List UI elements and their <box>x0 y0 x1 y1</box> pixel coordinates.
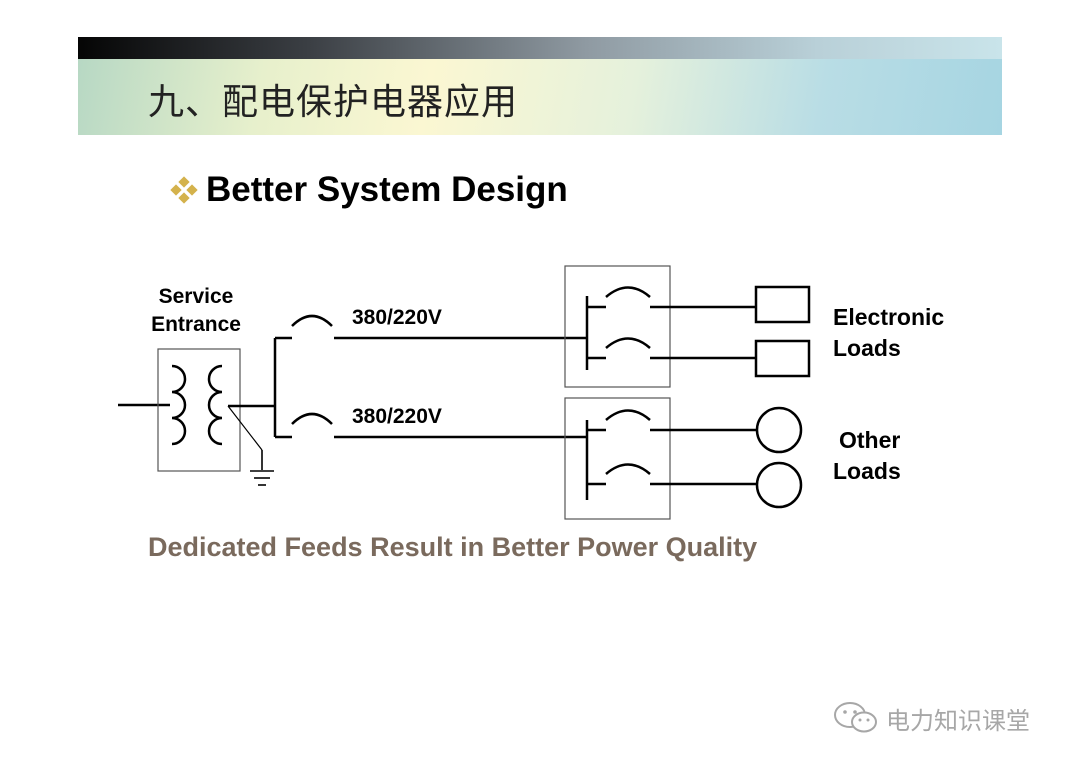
title-banner-gradient <box>78 59 1002 135</box>
lower-feeder-voltage: 380/220V <box>352 405 442 428</box>
heading-text: Better System Design <box>206 170 568 209</box>
title-banner: 九、配电保护电器应用 <box>78 37 1002 135</box>
service-entrance-label: Service Entrance <box>151 285 241 336</box>
upper-feeder-voltage: 380/220V <box>352 306 442 329</box>
title-banner-dark-strip <box>78 37 1002 59</box>
other-loads-label: Other Loads <box>833 427 901 484</box>
other-load-1 <box>755 406 803 454</box>
upper-breaker-arc <box>291 314 333 327</box>
other-loads-panel <box>564 397 671 520</box>
wechat-icon <box>834 702 877 733</box>
lower-breaker-arc <box>291 412 333 425</box>
electronic-load-1 <box>754 285 811 324</box>
diagram-caption: Dedicated Feeds Result in Better Power Q… <box>148 532 758 562</box>
watermark-text: 电力知识课堂 <box>886 707 1030 735</box>
transformer-primary-coil <box>171 364 187 446</box>
electronic-loads-label: Electronic Loads <box>833 304 945 361</box>
electronic-load-2 <box>754 339 811 378</box>
electronic-loads-panel <box>564 265 671 388</box>
other-load-2 <box>755 461 803 509</box>
watermark: 电力知识课堂 <box>832 700 1030 736</box>
transformer-secondary-coil <box>207 364 223 446</box>
transformer-box <box>157 348 241 472</box>
slide-title: 九、配电保护电器应用 <box>148 82 519 123</box>
ground-diagonal <box>227 405 263 451</box>
slide-heading: Better System Design <box>170 170 568 210</box>
